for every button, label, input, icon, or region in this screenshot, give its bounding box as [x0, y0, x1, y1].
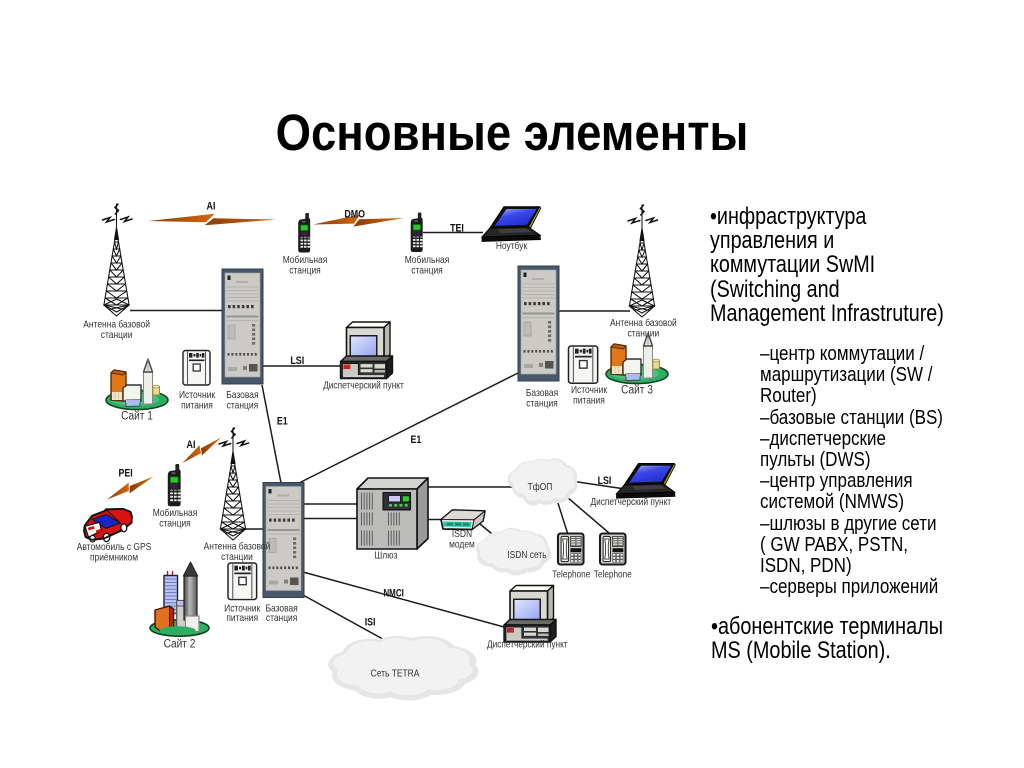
- svg-text:Антенна базовой: Антенна базовой: [83, 319, 150, 331]
- svg-text:станции: станции: [101, 330, 133, 341]
- svg-text:ТфОП: ТфОП: [528, 481, 553, 493]
- svg-text:AI: AI: [207, 201, 216, 213]
- svg-text:станция: станция: [411, 265, 443, 276]
- svg-text:приёмником: приёмником: [90, 552, 138, 563]
- svg-text:Сайт 3: Сайт 3: [621, 384, 653, 396]
- svg-text:питания: питания: [226, 613, 258, 624]
- svg-text:питания: питания: [573, 396, 605, 407]
- svg-text:Мобильная: Мобильная: [405, 254, 450, 266]
- svg-text:Шлюз: Шлюз: [375, 551, 398, 562]
- svg-text:NMCI: NMCI: [383, 588, 404, 600]
- svg-text:DMO: DMO: [344, 209, 365, 221]
- svg-text:станции: станции: [221, 552, 253, 563]
- svg-text:станция: станция: [289, 265, 321, 276]
- svg-text:станция: станция: [266, 613, 298, 624]
- svg-text:Сайт 1: Сайт 1: [121, 411, 153, 423]
- svg-text:Мобильная: Мобильная: [153, 507, 198, 519]
- svg-text:Ноутбук: Ноутбук: [496, 240, 528, 252]
- svg-text:LSI: LSI: [290, 355, 304, 367]
- svg-text:Базовая: Базовая: [226, 390, 258, 401]
- svg-text:Источник: Источник: [224, 603, 260, 614]
- svg-text:Базовая: Базовая: [265, 603, 297, 614]
- svg-text:Мобильная: Мобильная: [283, 254, 328, 266]
- svg-text:Источник: Источник: [571, 385, 607, 396]
- svg-text:станция: станция: [227, 401, 259, 412]
- svg-text:Диспетчерский пункт: Диспетчерский пункт: [487, 640, 568, 651]
- svg-text:станции: станции: [628, 328, 660, 339]
- svg-text:питания: питания: [181, 401, 213, 412]
- svg-text:Сеть TETRA: Сеть TETRA: [371, 669, 420, 680]
- svg-text:Сайт 2: Сайт 2: [164, 639, 196, 651]
- svg-text:Диспетчерский пункт: Диспетчерский пункт: [323, 380, 404, 391]
- svg-text:Антенна базовой: Антенна базовой: [204, 541, 271, 553]
- svg-text:Базовая: Базовая: [526, 388, 558, 399]
- svg-text:ISI: ISI: [365, 617, 376, 629]
- svg-text:ISDN сеть: ISDN сеть: [507, 550, 546, 561]
- svg-text:PEI: PEI: [118, 467, 132, 479]
- svg-text:Антенна базовой: Антенна базовой: [610, 317, 677, 329]
- svg-text:LSI: LSI: [598, 475, 612, 487]
- svg-text:Автомобиль с GPS: Автомобиль с GPS: [77, 541, 152, 553]
- svg-text:E1: E1: [411, 434, 422, 446]
- svg-text:Диспетчерский пункт: Диспетчерский пункт: [591, 497, 672, 508]
- svg-text:AI: AI: [187, 439, 196, 451]
- svg-text:Источник: Источник: [179, 390, 215, 401]
- svg-text:Telephone: Telephone: [594, 570, 632, 581]
- svg-text:Telephone: Telephone: [552, 570, 590, 581]
- svg-text:E1: E1: [277, 416, 288, 428]
- svg-text:TEI: TEI: [450, 223, 464, 235]
- svg-text:ISDN: ISDN: [452, 529, 472, 540]
- svg-text:модем: модем: [449, 539, 475, 550]
- svg-text:станция: станция: [159, 519, 191, 530]
- svg-text:станция: станция: [526, 398, 558, 409]
